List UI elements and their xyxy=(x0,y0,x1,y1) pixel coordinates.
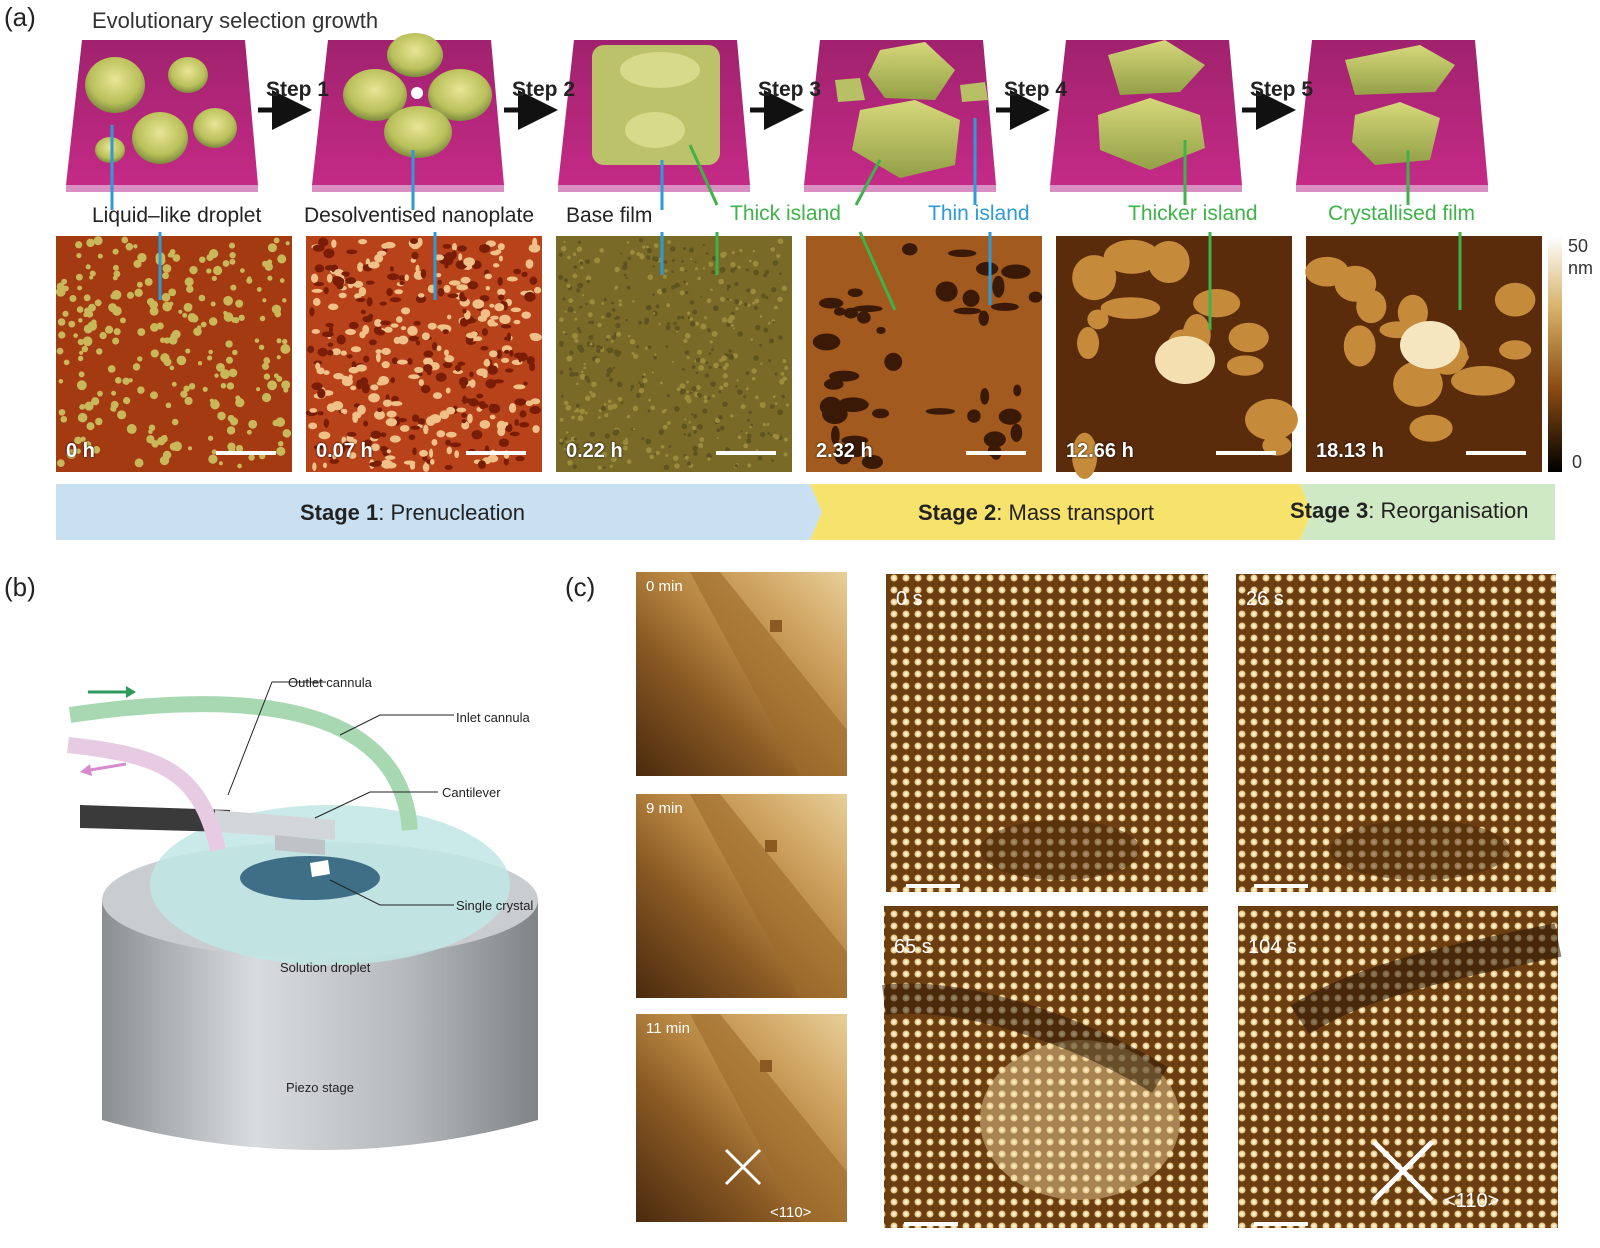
afm-step-image-3 xyxy=(636,1014,847,1222)
afm-panel-3 xyxy=(556,236,792,472)
step-2-label: Step 2 xyxy=(512,78,576,101)
schematic-plate-4 xyxy=(804,40,996,192)
single-crystal xyxy=(310,860,330,877)
schematic-plate-1 xyxy=(66,40,258,192)
scale-bar xyxy=(1216,451,1276,455)
lattice-image-26s xyxy=(1236,574,1556,892)
scale-bar xyxy=(1466,451,1526,455)
time-label-6: 18.13 h xyxy=(1316,440,1384,462)
small-time-label-2: 9 min xyxy=(646,800,683,817)
sample-disk xyxy=(240,856,380,900)
lattice-image-0s xyxy=(886,574,1208,892)
small-time-label-1: 0 min xyxy=(646,578,683,595)
panel-c-images xyxy=(636,572,1562,1228)
panel-a-title: Evolutionary selection growth xyxy=(92,8,379,33)
probe-holder xyxy=(80,805,230,832)
time-label-5: 12.66 h xyxy=(1066,440,1134,462)
schematic-pointers xyxy=(110,118,1410,210)
afm-pointers xyxy=(158,231,1462,330)
small-time-label-3: 11 min xyxy=(646,1020,690,1037)
large-time-label-3: 65 s xyxy=(894,936,932,958)
step-4-label: Step 4 xyxy=(1004,78,1068,101)
schematic-row xyxy=(55,33,1562,540)
stage-3-bar xyxy=(1300,484,1555,540)
thicker-island-label: Thicker island xyxy=(1128,202,1258,225)
afm-setup-diagram xyxy=(67,681,538,1150)
direction-label-small: <110> xyxy=(770,1204,812,1221)
colorbar-unit: nm xyxy=(1568,258,1594,278)
afm-panel-1 xyxy=(56,236,292,472)
time-label-3: 0.22 h xyxy=(566,440,623,462)
outlet-cannula-label: Outlet cannula xyxy=(288,675,372,690)
scale-bar xyxy=(966,451,1026,455)
afm-step-image-2 xyxy=(636,794,847,998)
colorbar-max: 50 xyxy=(1568,236,1589,256)
stage-3-label: Stage 3: Reorganisation xyxy=(1290,498,1529,523)
time-label-2: 0.07 h xyxy=(316,440,373,462)
large-time-label-4: 104 s xyxy=(1248,936,1297,958)
scale-bar xyxy=(652,1000,704,1003)
scale-bar xyxy=(904,1222,958,1226)
schematic-plate-2 xyxy=(312,33,504,192)
lattice-image-65s xyxy=(882,906,1208,1228)
afm-step-image-1 xyxy=(636,572,847,776)
large-time-label-1: 0 s xyxy=(896,588,923,610)
step-5-label: Step 5 xyxy=(1250,78,1314,101)
colorbar-min: 0 xyxy=(1572,452,1583,472)
afm-panel-4 xyxy=(806,236,1042,472)
single-crystal-label: Single crystal xyxy=(456,898,534,913)
desolventised-label: Desolventised nanoplate xyxy=(304,204,534,227)
scale-bar xyxy=(652,1228,704,1231)
direction-label-large: <110> xyxy=(1444,1190,1500,1212)
thick-island-label: Thick island xyxy=(730,202,841,225)
stage-2-bar xyxy=(810,484,1312,540)
liquid-droplet-label: Liquid–like droplet xyxy=(92,204,262,227)
outlet-cannula xyxy=(67,737,226,852)
scale-bar xyxy=(466,451,526,455)
step-3-label: Step 3 xyxy=(758,78,822,101)
piezo-stage xyxy=(102,900,538,1150)
scale-bar xyxy=(716,451,776,455)
panel-a-label: (a) xyxy=(4,2,36,32)
cantilever-label: Cantilever xyxy=(442,785,501,800)
cantilever xyxy=(275,835,325,855)
thin-island-label: Thin island xyxy=(928,202,1030,225)
time-label-4: 2.32 h xyxy=(816,440,873,462)
schematic-plate-5 xyxy=(1050,40,1242,192)
large-time-label-2: 26 s xyxy=(1246,588,1284,610)
direction-arrows-small xyxy=(724,1148,762,1186)
scale-bar xyxy=(1254,884,1308,888)
scale-bar xyxy=(216,451,276,455)
time-label-1: 0 h xyxy=(66,440,95,462)
base-film-label: Base film xyxy=(566,204,653,227)
schematic-plate-3 xyxy=(558,40,750,192)
stage-1-label: Stage 1: Prenucleation xyxy=(300,500,526,525)
piezo-stage-label: Piezo stage xyxy=(286,1080,354,1095)
panel-b-label: (b) xyxy=(4,572,36,602)
inlet-cannula-label: Inlet cannula xyxy=(456,710,530,725)
step-1-label: Step 1 xyxy=(266,78,330,101)
outflow-arrow xyxy=(89,762,127,772)
scale-bar xyxy=(652,778,704,781)
direction-arrows-large xyxy=(1372,1140,1434,1202)
colorbar xyxy=(1548,236,1562,472)
crystallised-film-label: Crystallised film xyxy=(1328,202,1476,225)
inlet-cannula xyxy=(68,696,418,831)
scale-bar xyxy=(1254,1222,1308,1226)
stage-2-label: Stage 2: Mass transport xyxy=(918,500,1154,525)
solution-droplet-label: Solution droplet xyxy=(280,960,371,975)
panel-c-label: (c) xyxy=(565,572,596,602)
schematic-plate-6 xyxy=(1296,40,1488,192)
scale-bar xyxy=(906,884,960,888)
stage-1-bar xyxy=(56,484,822,540)
